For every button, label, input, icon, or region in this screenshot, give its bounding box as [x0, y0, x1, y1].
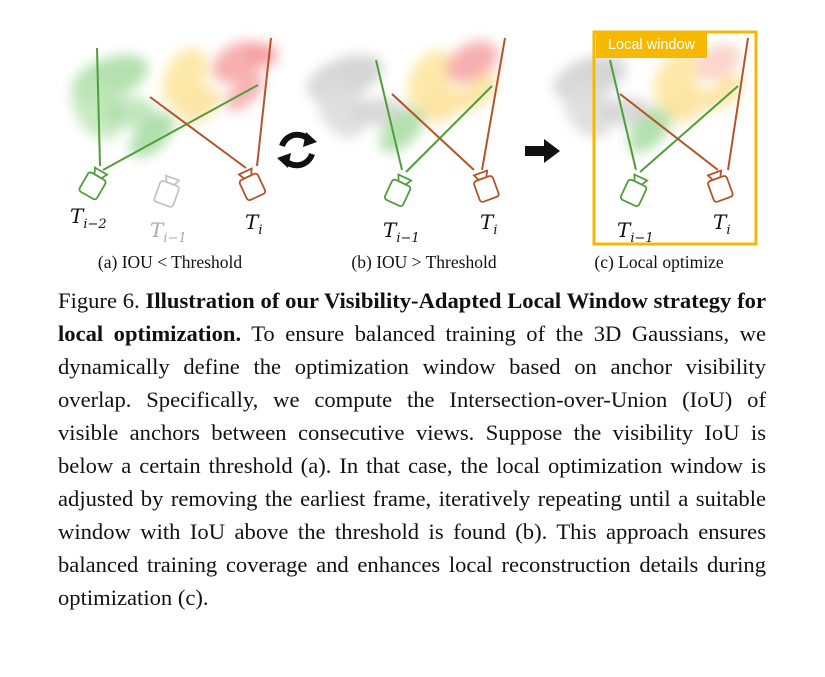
camera-icon-c1 [619, 173, 649, 208]
panel-a-gaussians [71, 41, 278, 158]
local-window-tag: Local window [596, 33, 707, 58]
camera-label-a1: Ti−2 [70, 204, 107, 232]
panel-b-view-rays [375, 37, 506, 173]
figure-caption: Figure 6. Illustration of our Visibility… [58, 284, 766, 614]
caption-label: Figure 6. [58, 288, 140, 313]
panel-a-view-rays [96, 37, 272, 171]
panel-c-view-rays [609, 37, 749, 173]
camera-icon-c2 [706, 169, 734, 203]
camera-label-a3: Ti [245, 210, 263, 238]
camera-icon-a1 [78, 166, 109, 201]
local-window-frame [592, 30, 758, 246]
camera-label-b1: Ti−1 [383, 218, 420, 246]
camera-label-a2: Ti−1 [150, 218, 187, 246]
camera-label-c2: Ti [713, 210, 731, 238]
figure-illustration: Local window Ti−2 Ti−1 Ti Ti−1 Ti Ti−1 T… [0, 0, 825, 280]
camera-icon-b1 [383, 173, 413, 208]
camera-label-c1: Ti−1 [617, 218, 654, 246]
caption-title: Illustration of our Visibility-Adapted L… [58, 288, 766, 346]
right-arrow-icon [525, 139, 560, 163]
camera-icon-a3 [237, 167, 267, 202]
panel-c-gaussians [553, 43, 743, 153]
caption-body: To ensure balanced training of the 3D Ga… [58, 321, 766, 610]
refresh-cycle-icon [277, 131, 317, 169]
panel-b-gaussians [306, 41, 498, 153]
subcaption-b: (b) IOU > Threshold [351, 252, 497, 272]
camera-label-b2: Ti [480, 210, 498, 238]
subcaption-c: (c) Local optimize [594, 252, 724, 272]
camera-icon-b2 [472, 169, 500, 203]
subcaption-a: (a) IOU < Threshold [97, 252, 243, 272]
figure-drawing [71, 30, 758, 246]
camera-icon-a2 [153, 174, 181, 208]
